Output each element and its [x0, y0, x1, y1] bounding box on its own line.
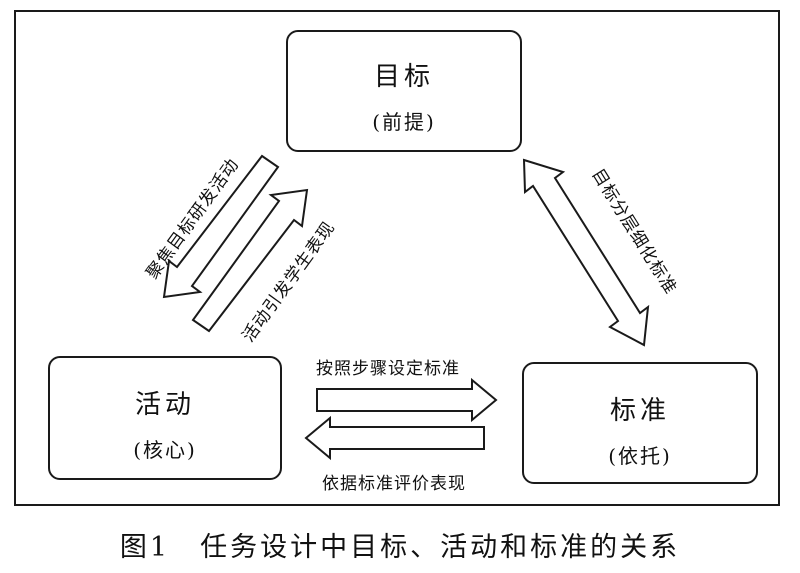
figure-caption: 图1 任务设计中目标、活动和标准的关系	[119, 532, 681, 563]
standard-subtitle: (依托)	[608, 444, 672, 468]
arrow-standard-to-activity	[304, 415, 485, 461]
arrow-goal-standard	[522, 158, 650, 347]
arrow-goal-to-activity	[162, 154, 280, 299]
arrow-activity-to-goal	[191, 188, 309, 333]
standard-title: 标准	[609, 396, 670, 426]
goal-subtitle: (前提)	[372, 110, 436, 134]
goal-node: 目标 (前提)	[286, 30, 522, 152]
activity-subtitle: (核心)	[133, 438, 197, 462]
activity-node: 活动 (核心)	[48, 356, 282, 480]
standard-node: 标准 (依托)	[522, 362, 758, 484]
goal-title: 目标	[373, 62, 434, 92]
activity-title: 活动	[134, 390, 195, 420]
label-standard-to-activity: 依据标准评价表现	[322, 474, 466, 494]
arrow-activity-to-standard	[316, 377, 498, 423]
label-activity-to-standard: 按照步骤设定标准	[316, 359, 460, 379]
diagram-frame	[14, 10, 780, 506]
